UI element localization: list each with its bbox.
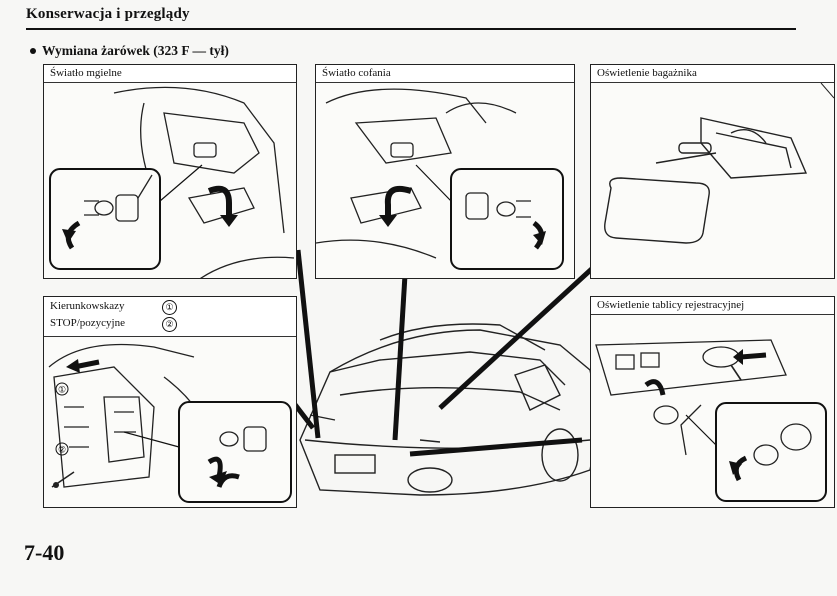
- license-plate-light-diagram: [595, 339, 827, 502]
- panel-rear-combination-light: Kierunkowskazy ① STOP/pozycyjne ② ① ②: [43, 296, 297, 508]
- panel-license-plate-light: Oświetlenie tablicy rejestracyjnej: [590, 296, 835, 508]
- panel-fog-light-label: Światło mgielne: [44, 65, 296, 83]
- panel-trunk-light-label: Oświetlenie bagażnika: [591, 65, 834, 83]
- stop-tail-label: STOP/pozycyjne: [50, 317, 125, 329]
- section-title-text: Wymiana żarówek (323 F — tył): [42, 43, 229, 58]
- page-number: 7-40: [24, 540, 65, 565]
- indicator-label: Kierunkowskazy: [50, 300, 125, 312]
- panel-rear-combination-light-labels: Kierunkowskazy ① STOP/pozycyjne ②: [44, 297, 296, 337]
- panel-license-plate-light-label: Oświetlenie tablicy rejestracyjnej: [591, 297, 834, 315]
- callout-2: ②: [58, 445, 66, 455]
- trunk-light-diagram: [604, 83, 834, 244]
- callout-1: ①: [58, 385, 66, 395]
- header-rule: [26, 28, 796, 30]
- stop-tail-number: ②: [162, 317, 177, 332]
- page-header-title: Konserwacja i przeglądy: [26, 6, 190, 22]
- section-title: Wymiana żarówek (323 F — tył): [30, 43, 229, 59]
- rear-combination-light-diagram: ① ②: [48, 343, 292, 503]
- reverse-light-diagram: [316, 88, 564, 270]
- fog-light-diagram: [49, 86, 295, 278]
- panel-fog-light: Światło mgielne: [43, 64, 297, 279]
- panel-reverse-light: Światło cofania: [315, 64, 575, 279]
- panel-trunk-light: Oświetlenie bagażnika: [590, 64, 835, 279]
- panel-reverse-light-label: Światło cofania: [316, 65, 574, 83]
- indicator-number: ①: [162, 300, 177, 315]
- bullet-icon: [30, 47, 36, 54]
